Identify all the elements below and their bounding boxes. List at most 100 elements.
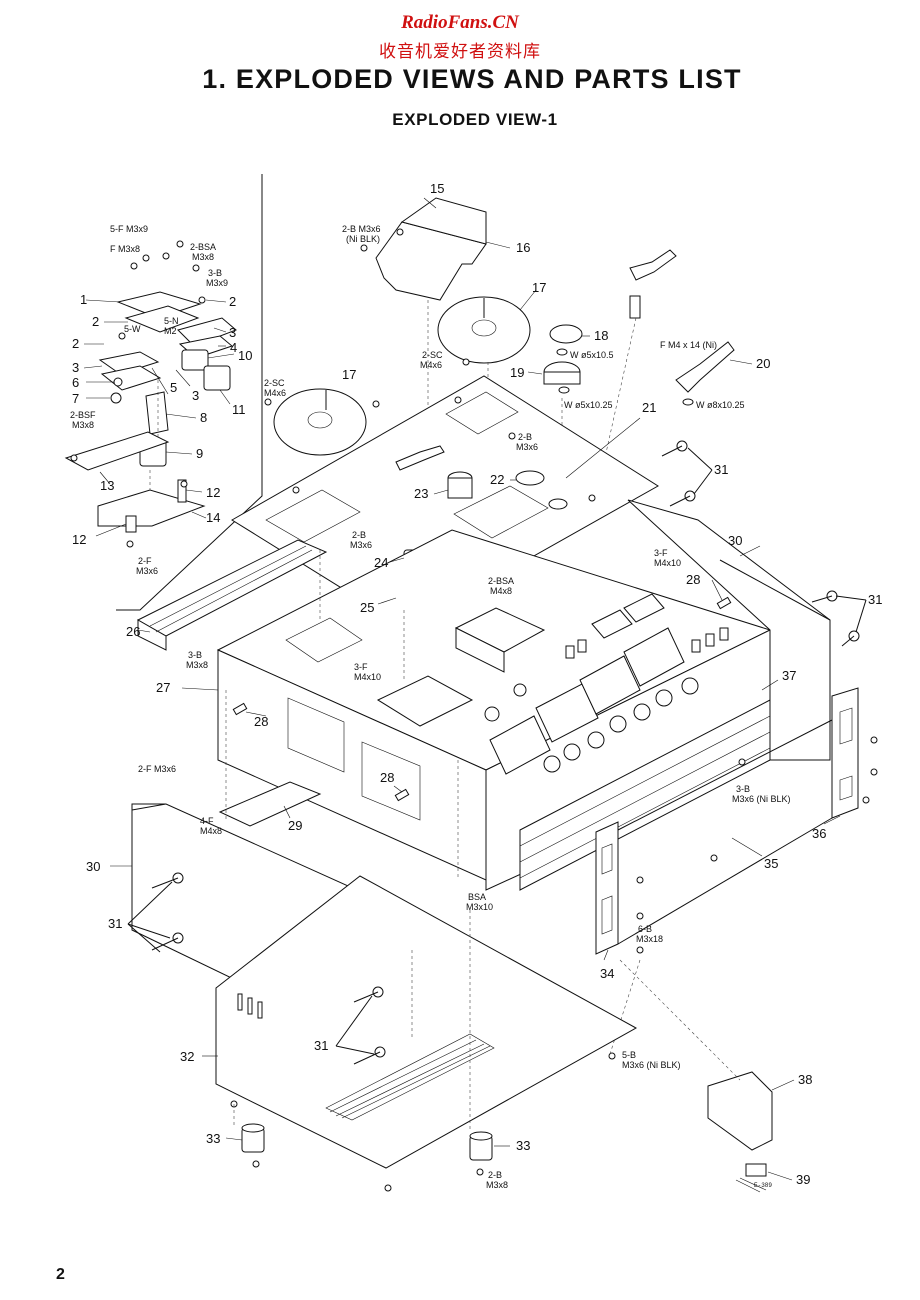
- callout-3b: 3: [72, 360, 79, 375]
- knob-d: [609, 715, 627, 733]
- spec-m4x6-a: M4x6: [420, 360, 442, 370]
- spec-6b: 6-B: [638, 924, 652, 934]
- knob-b: [563, 743, 581, 761]
- head-unit-10: [181, 349, 209, 371]
- meter-window-top-2: [623, 593, 665, 623]
- side-bracket-36-slot: [839, 707, 853, 745]
- spec-m4x10-b: M4x10: [354, 672, 381, 682]
- screw-28-b: [232, 702, 248, 716]
- spec-3f-b: 3-F: [354, 662, 368, 672]
- head-base-13: [64, 431, 170, 471]
- spec-4f: 4-F: [200, 816, 214, 826]
- watermark-site: RadioFans.CN: [401, 12, 519, 33]
- top-panel-hole-3: [454, 396, 462, 404]
- vent-line-3: [341, 1045, 491, 1119]
- bracket-line-35b: [617, 817, 833, 945]
- spec-2sc-a: 2-SC: [422, 350, 443, 360]
- side-bracket-34-slot-2: [601, 895, 613, 935]
- knob-g: [681, 677, 699, 695]
- spec-w-8x10-25: W ø8x10.25: [696, 400, 745, 410]
- spec-m3x6-b: M3x6: [516, 442, 538, 452]
- screw-foot-3: [476, 1168, 484, 1176]
- spec-m3x8-a: M3x8: [192, 252, 214, 262]
- spec-m3x8-d: M3x8: [486, 1180, 508, 1190]
- bottom-cover-slot-2: [247, 997, 253, 1015]
- callout-4: 4: [230, 340, 237, 355]
- callout-8: 8: [200, 410, 207, 425]
- callout-14: 14: [206, 510, 220, 525]
- leader-31b-2: [855, 599, 867, 633]
- screw-top-c: [462, 358, 470, 366]
- leader-lines: [83, 197, 841, 1181]
- screw-r8: [738, 758, 746, 766]
- callout-7: 7: [72, 391, 79, 406]
- spec-m3x18: M3x18: [636, 934, 663, 944]
- head-mount-14: [97, 489, 206, 527]
- leader-31a-2: [693, 469, 713, 495]
- head-unit-11: [203, 365, 231, 391]
- spec-m3x8-c: M3x8: [186, 660, 208, 670]
- switch-5: [719, 627, 729, 641]
- screw-inset-c: [162, 252, 170, 260]
- callout-28b: 28: [254, 714, 268, 729]
- spec-5w: 5-W: [124, 324, 141, 334]
- right-side-parts: [595, 499, 878, 1193]
- foot-screw-6-shaft: [151, 937, 179, 951]
- pcb-line-1: [519, 715, 771, 847]
- spec-m3x9: M3x9: [206, 278, 228, 288]
- handle-top: [629, 249, 677, 281]
- callout-12b: 12: [72, 532, 86, 547]
- pinch-roller-body: [543, 371, 581, 385]
- callout-36: 36: [812, 826, 826, 841]
- callout-22: 22: [490, 472, 504, 487]
- spec-3b-c: 3-B: [736, 784, 750, 794]
- screw-r5: [636, 912, 644, 920]
- screw-28-a: [716, 596, 732, 610]
- top-panel-hole-4: [508, 432, 516, 440]
- switch-1: [565, 645, 575, 659]
- spec-2b-c: 2-B: [488, 1170, 502, 1180]
- bracket-38: [707, 1071, 773, 1151]
- top-panel-hole-2: [588, 494, 596, 502]
- spec-w-5x10-25: W ø5x10.25: [564, 400, 613, 410]
- foot-screw-3-shaft: [811, 595, 833, 603]
- rail-26-front: [137, 619, 167, 651]
- top-panel-window-center: [453, 485, 549, 539]
- page-number: 2: [56, 1266, 65, 1283]
- callout-30a: 30: [728, 533, 742, 548]
- vent-line-1: [329, 1039, 477, 1113]
- figure-code: E-389: [754, 1182, 773, 1189]
- leader-31c-1: [127, 881, 173, 925]
- spec-2bsa-b: 2-BSA: [488, 576, 514, 586]
- knob-a: [543, 755, 561, 773]
- knob-h: [484, 706, 500, 722]
- screw-r1: [870, 736, 878, 744]
- screw-inset-b: [142, 254, 150, 262]
- knob-e: [633, 703, 651, 721]
- top-parts: [264, 197, 735, 500]
- screw-foot-4: [384, 1184, 392, 1192]
- switch-3: [691, 639, 701, 653]
- callout-31a: 31: [714, 462, 728, 477]
- vu-meter-2: [535, 683, 599, 743]
- head-assembly-inset: [64, 240, 237, 548]
- callout-33a: 33: [206, 1131, 220, 1146]
- callout-16: 16: [516, 240, 530, 255]
- callout-39: 39: [796, 1172, 810, 1187]
- callout-9: 9: [196, 446, 203, 461]
- callout-37: 37: [782, 668, 796, 683]
- side-bracket-36-slot-2: [839, 775, 853, 801]
- foot-screw-4-shaft: [841, 635, 855, 647]
- callout-33b: 33: [516, 1138, 530, 1153]
- washer-c: [682, 398, 694, 406]
- foot-screw-1-shaft: [661, 445, 683, 457]
- callout-26: 26: [126, 624, 140, 639]
- pcb-line-3: [519, 747, 771, 879]
- callout-5: 5: [170, 380, 177, 395]
- bottom-frame-29: [218, 781, 322, 827]
- side-panel-30-left-edge: [131, 803, 167, 811]
- callout-2a: 2: [92, 314, 99, 329]
- screw-r3: [862, 796, 870, 804]
- lever-20: [675, 341, 735, 393]
